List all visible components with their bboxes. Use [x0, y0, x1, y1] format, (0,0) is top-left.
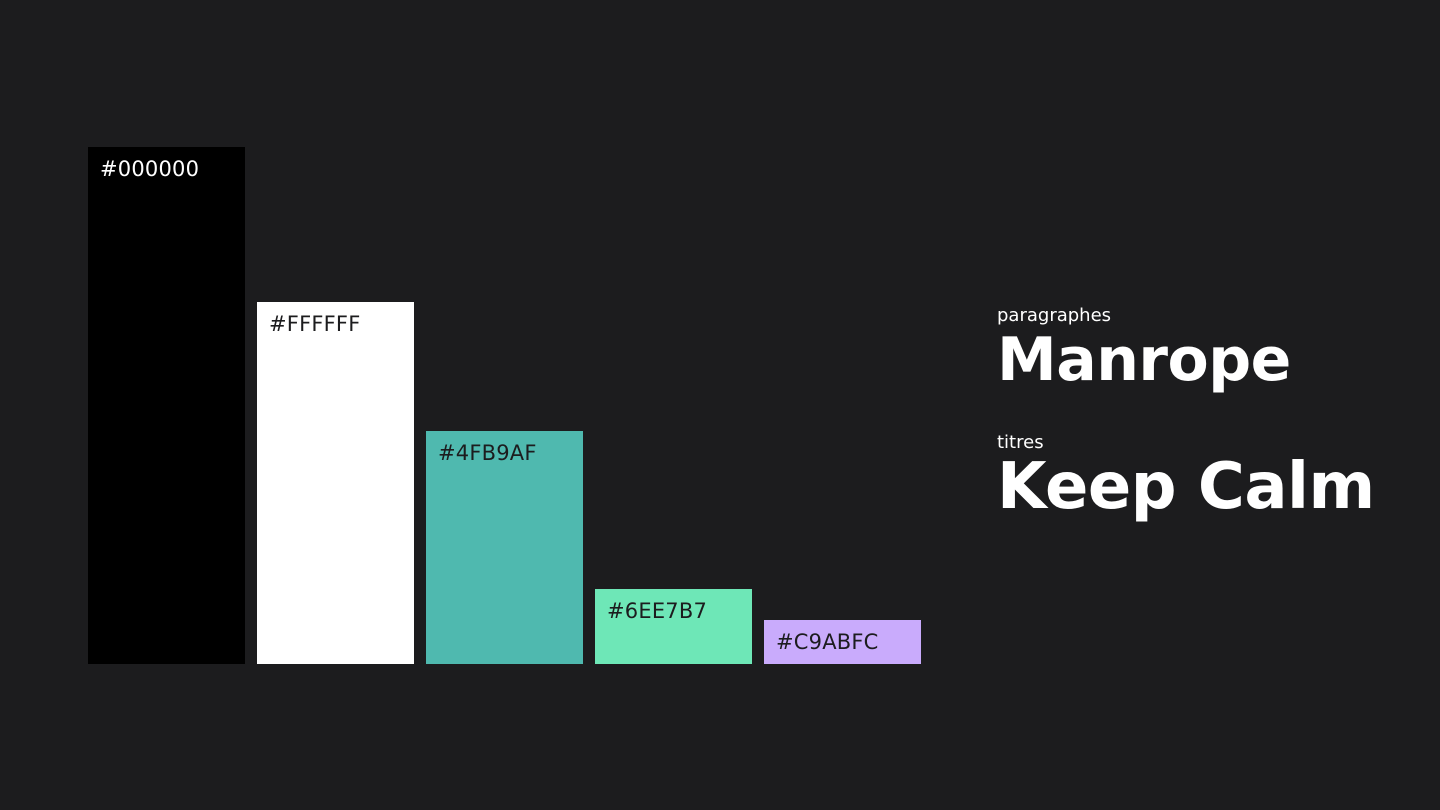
paragraph-font-name: Manrope: [997, 325, 1291, 395]
swatch-black: #000000: [88, 147, 245, 664]
swatch-label: #FFFFFF: [269, 312, 361, 336]
swatch-label: #000000: [100, 157, 200, 181]
title-font-caption: titres: [997, 432, 1044, 453]
title-font-name: Keep Calm: [997, 450, 1375, 524]
swatch-teal: #4FB9AF: [426, 431, 583, 664]
title-font-block: titres Keep Calm: [997, 432, 1375, 524]
paragraph-font-caption: paragraphes: [997, 305, 1112, 326]
swatch-label: #4FB9AF: [438, 441, 537, 465]
swatch-white: #FFFFFF: [257, 302, 414, 664]
swatch-mint: #6EE7B7: [595, 589, 752, 664]
swatch-lavender: #C9ABFC: [764, 620, 921, 664]
paragraph-font-block: paragraphes Manrope: [997, 305, 1291, 395]
swatch-label: #C9ABFC: [776, 630, 879, 654]
swatch-label: #6EE7B7: [607, 599, 708, 623]
